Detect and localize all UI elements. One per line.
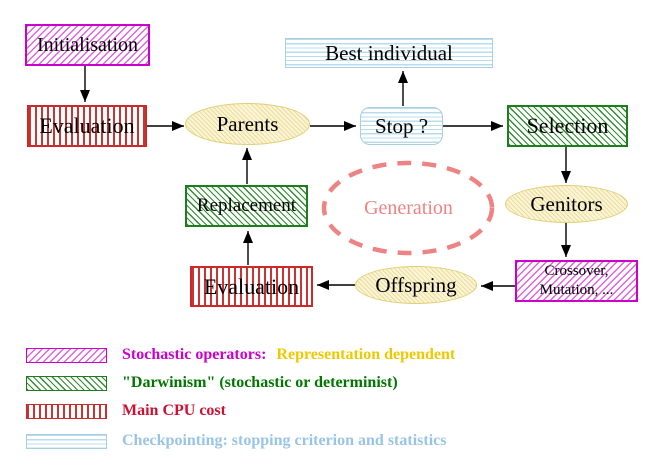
node-replacement: Replacement — [185, 185, 308, 227]
node-evaluation-bottom: Evaluation — [190, 266, 313, 307]
node-evaluation-bottom-label: Evaluation — [203, 273, 300, 299]
node-best-individual: Best individual — [285, 38, 493, 68]
node-evaluation-top-label: Evaluation — [39, 113, 135, 139]
legend-swatch-stochastic-operators — [26, 347, 107, 363]
node-selection: Selection — [507, 105, 628, 147]
legend-label-darwinism: "Darwinism" (stochastic or determinist) — [122, 374, 398, 391]
legend-label-checkpointing: Checkpointing: stopping criterion and st… — [122, 432, 447, 449]
node-crossover-line1: Crossover, — [544, 263, 609, 280]
legend-row-checkpointing: Checkpointing: stopping criterion and st… — [26, 432, 455, 450]
node-genitors: Genitors — [505, 185, 628, 223]
node-offspring: Offspring — [355, 266, 477, 304]
legend-label-stochastic: Stochastic operators: — [122, 346, 267, 363]
node-replacement-label: Replacement — [196, 195, 297, 217]
legend-label-cpu-cost: Main CPU cost — [122, 402, 226, 419]
legend-row-cpu-cost: Main CPU cost — [26, 402, 455, 420]
node-evaluation-top: Evaluation — [27, 105, 147, 147]
node-stop-label: Stop ? — [374, 113, 429, 138]
node-initialisation: Initialisation — [25, 24, 150, 66]
legend-label-representation: Representation dependent — [276, 346, 456, 363]
node-genitors-label: Genitors — [530, 191, 603, 216]
legend-row-darwinism: "Darwinism" (stochastic or determinist) — [26, 374, 455, 392]
legend-swatch-checkpointing — [26, 433, 107, 449]
node-parents: Parents — [185, 103, 310, 145]
legend-swatch-cpu-cost — [26, 403, 107, 419]
generation-label: Generation — [364, 196, 453, 219]
node-stop: Stop ? — [360, 107, 443, 145]
generation-dashed-ellipse — [321, 160, 495, 256]
legend: Stochastic operators: Representation depe… — [26, 346, 455, 450]
legend-swatch-darwinism — [26, 375, 107, 391]
node-initialisation-label: Initialisation — [36, 33, 139, 56]
legend-row-stochastic: Stochastic operators: Representation depe… — [26, 346, 455, 364]
node-crossover-mutation: Crossover, Mutation, ... — [515, 260, 638, 302]
node-offspring-label: Offspring — [375, 272, 457, 297]
node-best-individual-label: Best individual — [325, 40, 453, 65]
node-crossover-line2: Mutation, ... — [539, 282, 614, 298]
node-parents-label: Parents — [216, 111, 279, 136]
node-selection-label: Selection — [526, 113, 609, 139]
